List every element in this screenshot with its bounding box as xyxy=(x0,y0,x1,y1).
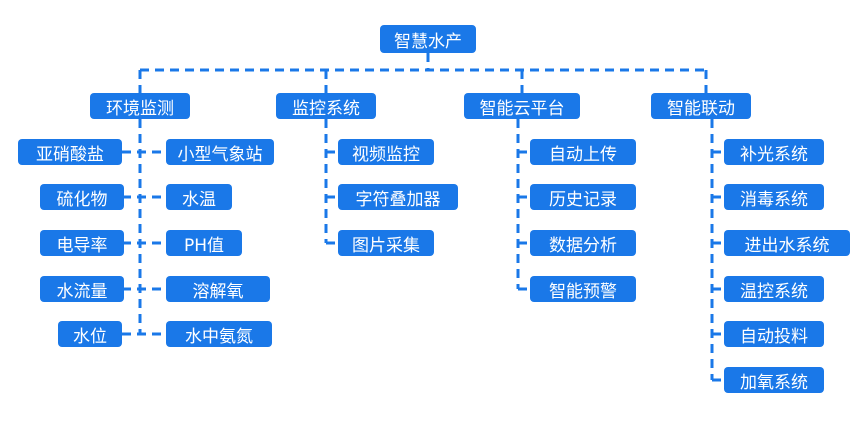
linkage-item: 自动投料 xyxy=(724,321,824,347)
linkage-item: 进出水系统 xyxy=(724,230,850,256)
category-node-linkage: 智能联动 xyxy=(651,93,751,119)
env-left-item: 电导率 xyxy=(40,230,124,256)
category-node-cloud: 智能云平台 xyxy=(464,93,580,119)
category-node-environment: 环境监测 xyxy=(90,93,190,119)
monitoring-item: 图片采集 xyxy=(338,230,434,256)
env-left-item: 亚硝酸盐 xyxy=(18,139,122,165)
cloud-item: 自动上传 xyxy=(530,139,636,165)
cloud-item: 智能预警 xyxy=(530,276,636,302)
linkage-item: 补光系统 xyxy=(724,139,824,165)
env-right-item: 小型气象站 xyxy=(166,139,274,165)
linkage-item: 加氧系统 xyxy=(724,367,824,393)
linkage-item: 消毒系统 xyxy=(724,184,824,210)
env-left-item: 水流量 xyxy=(40,276,124,302)
env-right-item: 水中氨氮 xyxy=(166,321,272,347)
env-left-item: 水位 xyxy=(58,321,122,347)
root-node: 智慧水产 xyxy=(380,25,476,53)
cloud-item: 数据分析 xyxy=(530,230,636,256)
linkage-item: 温控系统 xyxy=(724,276,824,302)
monitoring-item: 字符叠加器 xyxy=(338,184,458,210)
category-node-monitoring: 监控系统 xyxy=(276,93,376,119)
env-right-item: 水温 xyxy=(166,184,232,210)
env-right-item: PH值 xyxy=(166,230,242,256)
env-right-item: 溶解氧 xyxy=(166,276,270,302)
cloud-item: 历史记录 xyxy=(530,184,636,210)
monitoring-item: 视频监控 xyxy=(338,139,434,165)
env-left-item: 硫化物 xyxy=(40,184,124,210)
